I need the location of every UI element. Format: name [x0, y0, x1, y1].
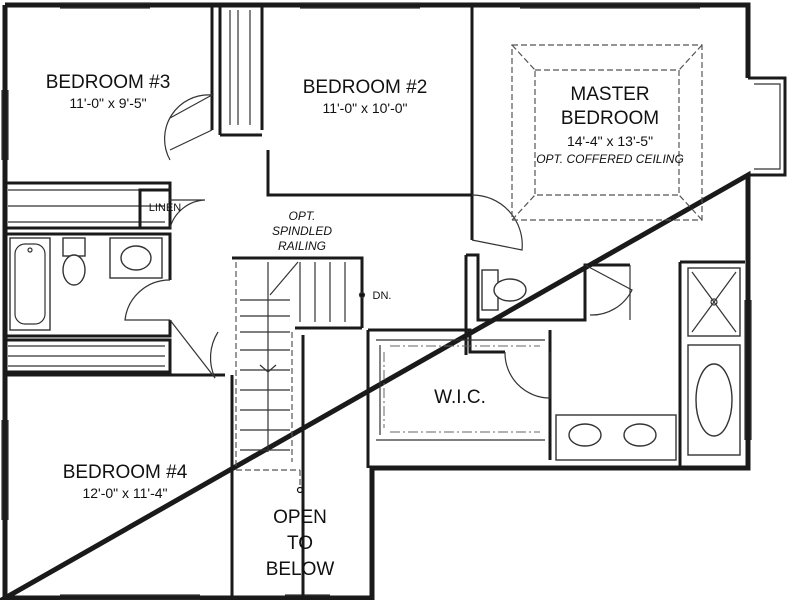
master-name-2: BEDROOM	[561, 108, 659, 129]
doors	[124, 94, 633, 399]
stair-treads	[240, 261, 366, 494]
coffered-ceiling	[511, 44, 703, 221]
bedroom3-dim: 11'-0" x 9'-5"	[69, 95, 146, 111]
bedroom2-name: BEDROOM #2	[303, 77, 428, 98]
fixtures	[9, 237, 741, 461]
linen-label: LINEN	[149, 202, 181, 214]
open-below-2: TO	[287, 533, 313, 554]
railing-note-2: SPINDLED	[272, 224, 332, 238]
exterior-walls	[0, 2, 752, 600]
open-below-1: OPEN	[273, 507, 327, 528]
open-below-3: BELOW	[266, 559, 335, 580]
stair-down-label: DN.	[373, 290, 392, 302]
bedroom4-name: BEDROOM #4	[63, 462, 188, 483]
railing-note-1: OPT.	[289, 209, 316, 223]
master-dim: 14'-4" x 13'-5"	[567, 133, 653, 149]
interior-walls	[5, 5, 745, 598]
bay-window	[748, 76, 787, 177]
bedroom2-dim: 11'-0" x 10'-0"	[322, 100, 407, 116]
bedroom4-dim: 12'-0" x 11'-4"	[82, 485, 167, 501]
room-labels: BEDROOM #3 11'-0" x 9'-5" BEDROOM #2 11'…	[46, 72, 684, 580]
railing-note-3: RAILING	[278, 239, 326, 253]
wic-label: W.I.C.	[434, 387, 486, 408]
bedroom3-name: BEDROOM #3	[46, 72, 171, 93]
master-name-1: MASTER	[570, 84, 649, 105]
master-note: OPT. COFFERED CEILING	[536, 152, 684, 166]
